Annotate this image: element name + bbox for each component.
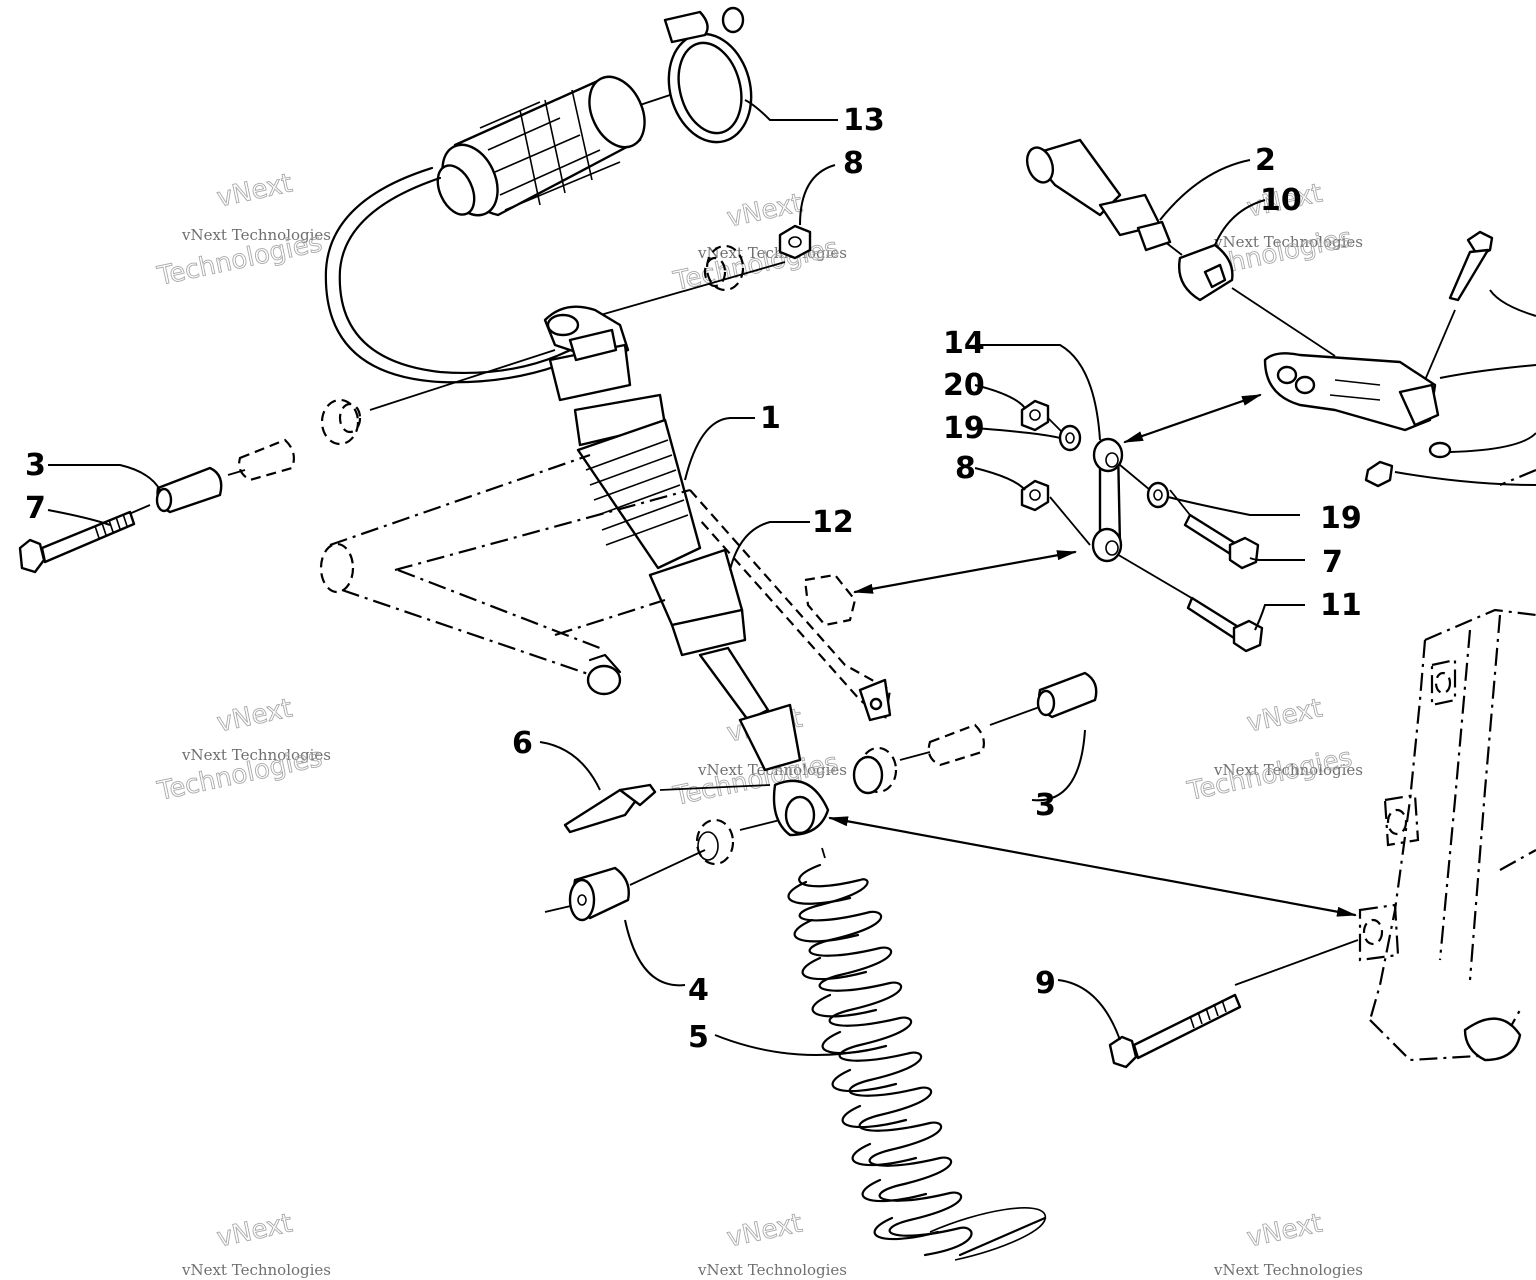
callout-7-right: 7 <box>1322 545 1343 580</box>
watermark-name: vNext Technologies <box>1213 233 1363 251</box>
bolt-nine <box>1108 993 1242 1069</box>
watermark-big: Technologies <box>1184 743 1355 807</box>
callout-20: 20 <box>943 368 985 403</box>
watermark-brand: vNext <box>214 168 295 213</box>
watermark-name: vNext Technologies <box>181 1261 331 1279</box>
watermark-name: vNext Technologies <box>181 746 331 764</box>
link-bolt-upper <box>1183 513 1260 570</box>
link-washer-upper <box>1058 424 1082 452</box>
rocker-bolt <box>1448 230 1494 302</box>
watermark-brand: vNext <box>214 1208 295 1253</box>
watermark-name: vNext Technologies <box>181 226 331 244</box>
assembly-axes <box>49 237 1456 986</box>
callout-3: 3 <box>25 448 46 483</box>
callout-2: 2 <box>1255 143 1276 178</box>
callout-12: 12 <box>812 505 854 540</box>
callout-19: 19 <box>943 411 985 446</box>
callout-7: 7 <box>25 491 46 526</box>
reservoir-hose <box>324 166 586 384</box>
callout-9: 9 <box>1035 966 1056 1001</box>
bushing-left <box>155 398 362 514</box>
relation-arrows <box>828 393 1357 917</box>
remote-reservoir <box>436 75 701 217</box>
watermark-brand: vNext <box>1244 693 1325 738</box>
suspension-arm <box>319 453 892 723</box>
link-rod <box>1091 437 1124 563</box>
link-nut-lower <box>1020 479 1050 512</box>
rocker-arm <box>1263 352 1440 432</box>
callout-5: 5 <box>688 1020 709 1055</box>
watermark-name: vNext Technologies <box>697 1261 847 1279</box>
callout-8: 8 <box>843 146 864 181</box>
callout-3-right: 3 <box>1035 788 1056 823</box>
link-nut-upper <box>1020 399 1050 432</box>
callout-13: 13 <box>843 103 885 138</box>
watermark-brand: vNext <box>214 693 295 738</box>
callout-1: 1 <box>760 401 781 436</box>
link-bolt-lower <box>1186 596 1264 653</box>
callout-11: 11 <box>1320 588 1362 623</box>
bolt-left <box>18 510 136 574</box>
frame-rail <box>1358 468 1536 1062</box>
callout-6: 6 <box>512 726 533 761</box>
watermark-brand: vNext <box>1244 1208 1325 1253</box>
nut-upper <box>703 224 812 292</box>
callout-4: 4 <box>688 973 709 1008</box>
coil-spring <box>787 863 1047 1261</box>
callout-10: 10 <box>1260 183 1302 218</box>
watermark-name: vNext Technologies <box>1213 761 1363 779</box>
hose-clamp <box>663 6 753 144</box>
shock-absorber <box>543 305 830 837</box>
watermark-brand: vNext <box>724 1208 805 1253</box>
callout-14: 14 <box>943 326 985 361</box>
rocker-nut <box>1364 441 1452 488</box>
watermark-top-left: vNext <box>214 168 295 214</box>
leader-lines <box>47 99 1536 1056</box>
shaft-bushing <box>1178 243 1234 302</box>
rocker-shaft <box>1025 138 1172 252</box>
link-washer-lower <box>1146 481 1170 509</box>
lower-hardware <box>563 671 1098 922</box>
callout-19-right: 19 <box>1320 501 1362 536</box>
callout-8-lower: 8 <box>955 451 976 486</box>
callouts: 13 8 2 10 1 3 7 14 20 19 8 19 7 11 12 6 … <box>25 103 1362 1055</box>
watermark-name: vNext Technologies <box>1213 1261 1363 1279</box>
watermark-name: vNext Technologies <box>697 761 847 779</box>
